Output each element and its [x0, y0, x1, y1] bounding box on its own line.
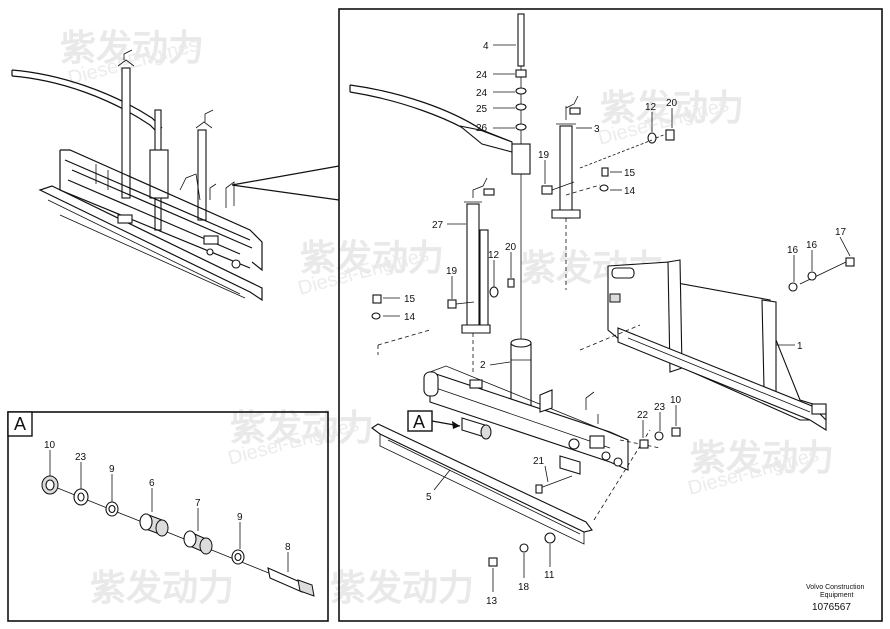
detail-connector-upper: [231, 165, 340, 186]
callout-13: 13: [486, 596, 498, 607]
part-handle-clamp: [511, 143, 531, 175]
part-nut-22: [639, 439, 649, 449]
inset-label: A: [14, 414, 26, 434]
part-post-3: [559, 125, 573, 219]
inset-bolt-8: [267, 567, 303, 593]
figure-number: 1076567: [812, 602, 851, 613]
main-detail-frame: [338, 8, 883, 622]
callout-10: 10: [670, 395, 682, 406]
watermark-cn-1: 紫发动力: [60, 28, 204, 69]
part-bolt-19b: [447, 299, 457, 309]
part-nut-11: [544, 532, 556, 544]
part-screw-15a: [601, 167, 609, 177]
part-washer-16b: [807, 271, 817, 281]
publisher-line2: Equipment: [820, 592, 854, 599]
callout-25: 25: [476, 104, 488, 115]
callout-16a: 16: [787, 245, 799, 256]
part-nut-20a: [665, 129, 675, 141]
main-leaders: [383, 44, 851, 592]
part-washer-23: [654, 431, 664, 441]
callout-5: 5: [426, 492, 432, 503]
callout-20a: 20: [666, 98, 678, 109]
part-washer-12b: [489, 286, 499, 298]
watermark-cn-2: 紫发动力: [300, 238, 444, 279]
overview-assembly: [11, 49, 263, 302]
callout-14a: 14: [624, 186, 636, 197]
part-nut-24a: [515, 69, 527, 78]
callout-23: 23: [654, 402, 666, 413]
part-nut-24b: [515, 87, 527, 95]
watermark-cn-4: 紫发动力: [230, 408, 374, 449]
part-washer-26: [515, 123, 527, 131]
callout-16b: 16: [806, 240, 818, 251]
part-rod-4: [517, 13, 525, 67]
inset-frame: [7, 411, 329, 622]
part-screw-15b: [372, 294, 382, 304]
callout-12b: 12: [488, 250, 500, 261]
callout-3: 3: [594, 124, 600, 135]
watermark-cn-8: 紫发动力: [330, 568, 474, 609]
part-bolt-21: [535, 484, 543, 494]
inset-parts: [41, 475, 315, 597]
part-washer-14a: [599, 184, 609, 192]
callout-inset-9b: 9: [237, 512, 243, 523]
callout-inset-8: 8: [285, 542, 291, 553]
callout-24a: 24: [476, 70, 488, 81]
callout-2: 2: [480, 360, 486, 371]
callout-inset-23: 23: [75, 452, 87, 463]
callout-26: 26: [476, 123, 488, 134]
part-washer-14b: [371, 312, 381, 320]
callout-4: 4: [483, 41, 489, 52]
part-post-27: [466, 203, 480, 331]
callout-20b: 20: [505, 242, 517, 253]
part-washer-16a: [788, 282, 798, 292]
callout-18: 18: [518, 582, 530, 593]
part-bolt-19a: [541, 185, 553, 195]
callout-19b: 19: [446, 266, 458, 277]
detail-connector-lower: [231, 184, 340, 201]
callout-inset-6: 6: [149, 478, 155, 489]
callout-22: 22: [637, 410, 649, 421]
overview-post-left: [121, 67, 131, 199]
watermark-cn-6: 紫发动力: [90, 568, 234, 609]
callout-15b: 15: [404, 294, 416, 305]
callout-17: 17: [835, 227, 847, 238]
callout-24b: 24: [476, 88, 488, 99]
inset-label-box: [7, 411, 33, 437]
overview-post-right: [197, 129, 207, 221]
callout-19a: 19: [538, 150, 550, 161]
callout-inset-9a: 9: [109, 464, 115, 475]
part-nut-10: [671, 427, 681, 437]
callout-1: 1: [797, 341, 803, 352]
callout-27: 27: [432, 220, 444, 231]
callout-14b: 14: [404, 312, 416, 323]
callout-inset-10: 10: [44, 440, 56, 451]
callout-12a: 12: [645, 102, 657, 113]
main-view-label: A: [413, 412, 425, 432]
part-washer-18: [519, 543, 529, 553]
watermark-cn-5: 紫发动力: [690, 438, 834, 479]
publisher-line1: Volvo Construction: [806, 584, 864, 591]
callout-inset-7: 7: [195, 498, 201, 509]
callout-11: 11: [544, 570, 555, 581]
callout-15a: 15: [624, 168, 636, 179]
part-washer-25: [515, 103, 527, 111]
part-nut-20b: [507, 278, 515, 288]
part-bolt-13: [488, 557, 498, 567]
part-bolt-17: [845, 257, 855, 267]
inset-leaders: [49, 450, 289, 572]
main-assembly: [349, 13, 855, 567]
part-washer-12a: [647, 132, 657, 144]
callout-21: 21: [533, 456, 545, 467]
